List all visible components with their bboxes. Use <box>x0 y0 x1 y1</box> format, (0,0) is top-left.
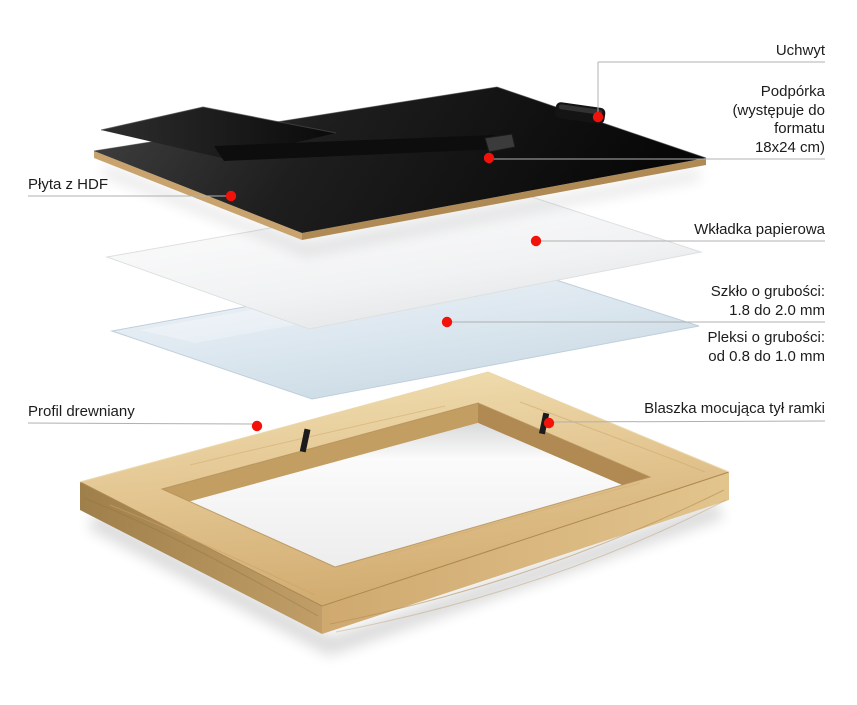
label-plyta-hdf: Płyta z HDF <box>28 176 109 193</box>
marker-szklo-pleksi <box>441 316 453 328</box>
mounting-clip-left <box>299 428 311 453</box>
marker-blaszka <box>543 417 555 429</box>
label-szklo: Szkło o grubości: 1.8 do 2.0 mm <box>710 283 825 319</box>
hdf-board <box>93 86 707 240</box>
frame-top-face <box>80 372 729 606</box>
label-wkladka-papierowa: Wkładka papierowa <box>694 221 825 238</box>
label-blaszka: Blaszka mocująca tył ramki <box>644 400 825 417</box>
frame-inner-wall-right <box>478 403 650 497</box>
connector-lines <box>27 61 826 425</box>
marker-dots <box>225 111 604 432</box>
label-profil-drewniany: Profil drewniany <box>28 403 135 420</box>
hanger-handle <box>554 102 606 124</box>
frame-backing <box>162 423 650 567</box>
frame-shadow <box>87 501 723 656</box>
frame-wall-right <box>322 472 729 634</box>
marker-wkladka <box>530 235 542 247</box>
stand-hinge <box>484 133 516 153</box>
marker-uchwyt <box>592 111 604 123</box>
label-uchwyt: Uchwyt <box>775 42 825 59</box>
connector-profil <box>27 422 254 425</box>
frame-inner-wall-left <box>162 403 478 509</box>
marker-plyta-hdf <box>225 190 237 202</box>
marker-podporka <box>483 152 495 164</box>
marker-profil <box>251 420 263 432</box>
label-pleksi: Pleksi o grubości: od 0.8 do 1.0 mm <box>707 329 825 365</box>
board-shadow <box>102 165 701 256</box>
hdf-edge-right <box>302 158 706 240</box>
frame-wall-left <box>80 482 322 634</box>
wooden-frame <box>79 371 730 656</box>
support-stand <box>100 106 516 161</box>
hdf-top-face <box>94 87 706 233</box>
label-podporka: Podpórka (występuje do formatu 18x24 cm) <box>732 83 825 156</box>
connector-blaszka <box>548 420 826 423</box>
